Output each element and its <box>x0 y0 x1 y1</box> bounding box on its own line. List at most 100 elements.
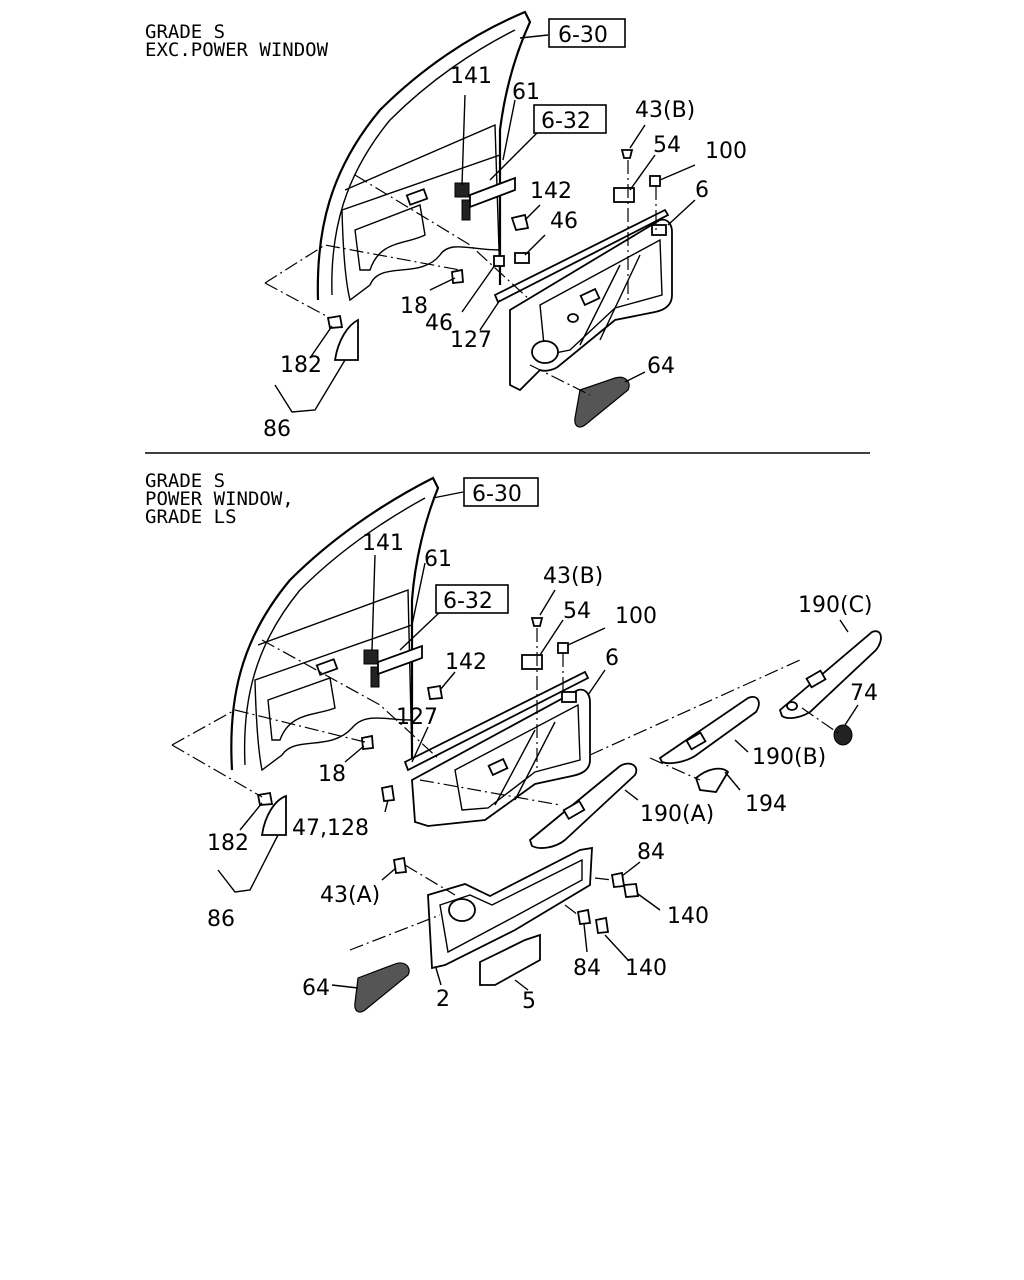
clip-182 <box>326 314 344 329</box>
screw-84 <box>576 908 592 925</box>
panel-slot <box>315 658 339 676</box>
part-54 <box>613 187 635 203</box>
ref-box <box>533 104 607 134</box>
leader-line <box>734 739 749 753</box>
callout: 86 <box>207 907 235 932</box>
callout: 54 <box>563 599 591 624</box>
leader-line <box>624 371 646 383</box>
bracket-61 <box>377 644 423 676</box>
leader-line <box>309 325 333 359</box>
callout: 140 <box>667 904 709 929</box>
alignment-line <box>404 864 456 896</box>
cover-86 <box>260 794 287 836</box>
leader-line <box>524 234 546 256</box>
handle-part-141 <box>454 182 470 198</box>
lower-panel-2 <box>427 846 593 970</box>
alignment-line <box>264 244 461 284</box>
trim-slot-6 <box>651 224 667 236</box>
callout: 142 <box>445 650 487 675</box>
ref-box-label: 6-32 <box>541 109 591 134</box>
callout: 64 <box>302 976 330 1001</box>
screw-43a <box>392 856 408 874</box>
handle-rod <box>461 199 471 221</box>
leader-line <box>524 204 541 221</box>
section-bottom: GRADE S POWER WINDOW, GRADE LS <box>145 470 882 1014</box>
leader-line <box>583 923 588 953</box>
screw-142 <box>426 684 444 700</box>
callout: 84 <box>573 956 601 981</box>
clip-100 <box>649 175 661 187</box>
leader-line <box>667 199 696 226</box>
door-frame-inner <box>331 29 516 296</box>
lower-panel-inner <box>439 858 583 954</box>
leader-line <box>479 299 501 331</box>
callout: 43(B) <box>635 98 695 123</box>
leader-line <box>587 669 606 696</box>
callout: 141 <box>450 64 492 89</box>
alignment-line <box>649 757 701 781</box>
panel-slot <box>405 188 429 206</box>
leader-line <box>519 34 549 39</box>
part-54 <box>521 654 543 670</box>
clip-18 <box>361 734 374 750</box>
leader-line <box>344 745 365 763</box>
panel-190b <box>658 696 760 765</box>
callout: 47,128 <box>292 816 369 841</box>
leader-line <box>624 789 639 801</box>
leader-line <box>839 619 849 633</box>
grade-line: GRADE S <box>145 470 225 492</box>
leader-line <box>502 99 516 161</box>
callout: 140 <box>625 956 667 981</box>
ref-box-label: 6-32 <box>443 589 493 614</box>
alignment-line <box>529 364 591 396</box>
grade-line: GRADE LS <box>145 506 237 528</box>
callout: 46 <box>550 209 578 234</box>
ref-box <box>548 18 626 48</box>
callout: 43(B) <box>543 564 603 589</box>
callout: 43(A) <box>320 883 380 908</box>
bracket-61 <box>469 176 516 209</box>
door-inner-cutout <box>354 204 426 271</box>
leader-line <box>637 893 661 911</box>
part-194 <box>694 767 730 793</box>
leader-line <box>659 164 696 181</box>
clip-140 <box>594 916 610 934</box>
grommet-74 <box>833 724 853 746</box>
alignment-line <box>564 904 579 916</box>
leader-line <box>629 154 656 191</box>
callout: 61 <box>424 547 452 572</box>
leader-line <box>489 129 541 181</box>
door-frame-inner <box>243 497 426 766</box>
callout: 127 <box>450 328 492 353</box>
leader-line <box>384 799 389 813</box>
clip-182 <box>256 791 274 806</box>
alignment-line <box>594 877 613 881</box>
panel-190c-hole <box>786 701 798 711</box>
callout: 100 <box>615 604 657 629</box>
leader-line <box>429 277 456 291</box>
ref-box <box>435 584 509 614</box>
door-inner-panel <box>341 154 501 302</box>
callout: 61 <box>512 80 540 105</box>
leader-line <box>514 979 529 991</box>
clip-46 <box>493 255 505 267</box>
clip-18 <box>451 268 464 284</box>
section-top: GRADE S EXC.POWER WINDOW <box>145 10 747 442</box>
panel-190c-slot <box>805 669 827 689</box>
leader-line <box>381 867 397 881</box>
screw-142 <box>510 213 530 232</box>
callout: 2 <box>436 987 450 1012</box>
door-inner-cutout <box>267 677 336 741</box>
leader-line <box>461 264 496 313</box>
grade-line: POWER WINDOW, <box>145 488 294 510</box>
leader-line <box>411 726 429 763</box>
callout: 142 <box>530 179 572 204</box>
callout: 86 <box>263 417 291 442</box>
leader-line <box>411 562 426 626</box>
leader-line <box>539 619 564 656</box>
leader-line <box>629 124 646 149</box>
ref-box <box>463 477 539 507</box>
trim-hole <box>567 313 579 323</box>
door-inner-panel <box>254 624 413 772</box>
